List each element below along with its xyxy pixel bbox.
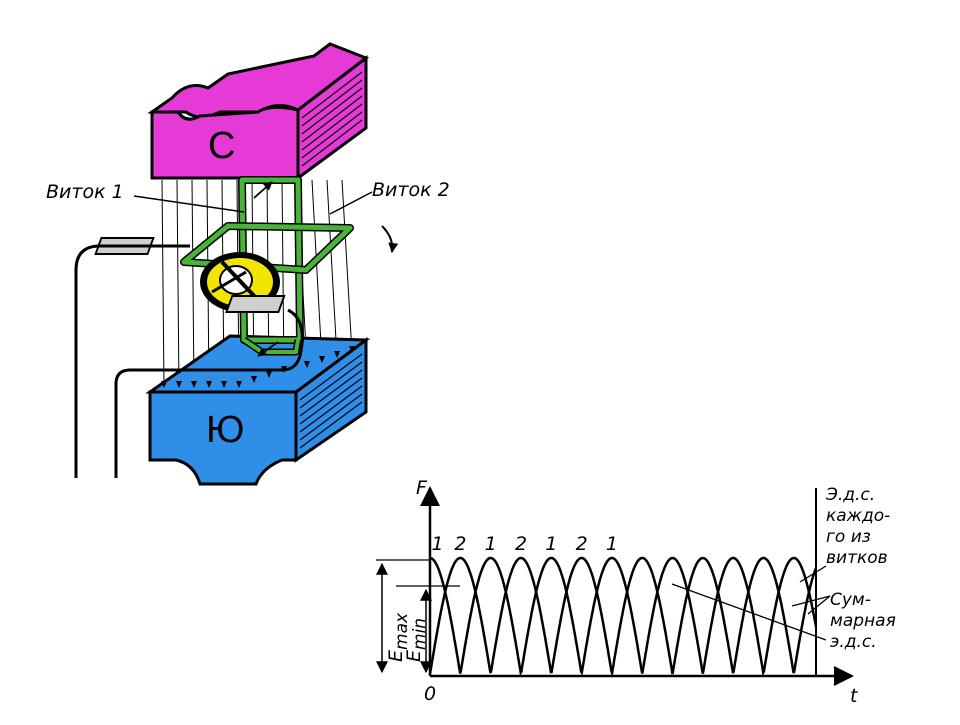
north-pole-front bbox=[150, 105, 300, 180]
arch-label: 2 bbox=[454, 533, 466, 555]
field-line bbox=[311, 179, 323, 364]
commutator bbox=[94, 237, 286, 313]
field-line bbox=[326, 179, 338, 359]
external-circuit bbox=[74, 244, 304, 478]
north-pole: С bbox=[147, 42, 370, 181]
arch-label: 2 bbox=[515, 533, 527, 555]
field-line bbox=[191, 179, 195, 389]
north-pole-hatching bbox=[301, 71, 363, 167]
emf-series-1 bbox=[428, 556, 818, 678]
south-pole-front bbox=[148, 390, 298, 486]
south-pole-hatching bbox=[299, 353, 363, 449]
emf-curves bbox=[428, 556, 818, 678]
field-line bbox=[341, 179, 353, 354]
svg-text:витков: витков bbox=[826, 548, 888, 568]
arch-label: 1 bbox=[545, 533, 557, 555]
field-arrowhead bbox=[236, 381, 242, 388]
field-arrowhead bbox=[251, 376, 257, 383]
field-arrowhead bbox=[304, 361, 310, 368]
field-arrowhead bbox=[266, 371, 272, 378]
emin-label: Emin bbox=[403, 618, 430, 662]
field-line bbox=[176, 179, 180, 389]
emax-label: Emax bbox=[385, 612, 412, 662]
svg-text:каждо-: каждо- bbox=[826, 506, 890, 526]
arch-label: 1 bbox=[606, 533, 618, 555]
arch-label: 2 bbox=[576, 533, 588, 555]
north-pole-label: С bbox=[208, 125, 235, 167]
field-arrowhead bbox=[161, 381, 167, 388]
svg-text:го из: го из bbox=[826, 527, 871, 547]
svg-text:Э.д.с.: Э.д.с. bbox=[825, 485, 875, 505]
x-axis-label: t bbox=[850, 685, 859, 707]
turn-1-label: Виток 1 bbox=[46, 181, 124, 203]
svg-text:марная: марная bbox=[830, 611, 896, 631]
origin-label: 0 bbox=[424, 683, 436, 705]
field-line bbox=[161, 179, 165, 389]
legend-sum: Сум- марная э.д.с. bbox=[830, 590, 896, 652]
arch-label: 1 bbox=[431, 533, 443, 555]
brush-bottom bbox=[225, 295, 286, 313]
field-arrowhead bbox=[334, 351, 340, 358]
emf-series-2 bbox=[429, 556, 818, 677]
field-arrowhead bbox=[349, 346, 355, 353]
south-pole-label: Ю bbox=[206, 409, 244, 451]
arch-label: 1 bbox=[485, 533, 497, 555]
svg-text:Emax: Emax bbox=[385, 612, 412, 662]
turn-2-label: Виток 2 bbox=[372, 179, 450, 201]
field-arrowhead bbox=[176, 381, 182, 388]
svg-text:Emin: Emin bbox=[403, 618, 430, 662]
y-axis-label: F bbox=[416, 477, 428, 499]
south-pole: Ю bbox=[145, 334, 371, 486]
field-arrowhead bbox=[319, 356, 325, 363]
legend-each: Э.д.с. каждо- го из витков bbox=[825, 485, 890, 568]
svg-text:Сум-: Сум- bbox=[830, 590, 871, 610]
field-arrowhead bbox=[191, 381, 197, 388]
field-line-arrowheads bbox=[161, 346, 355, 388]
field-arrowhead bbox=[206, 381, 212, 388]
svg-text:э.д.с.: э.д.с. bbox=[830, 632, 877, 652]
field-arrowhead bbox=[221, 381, 227, 388]
